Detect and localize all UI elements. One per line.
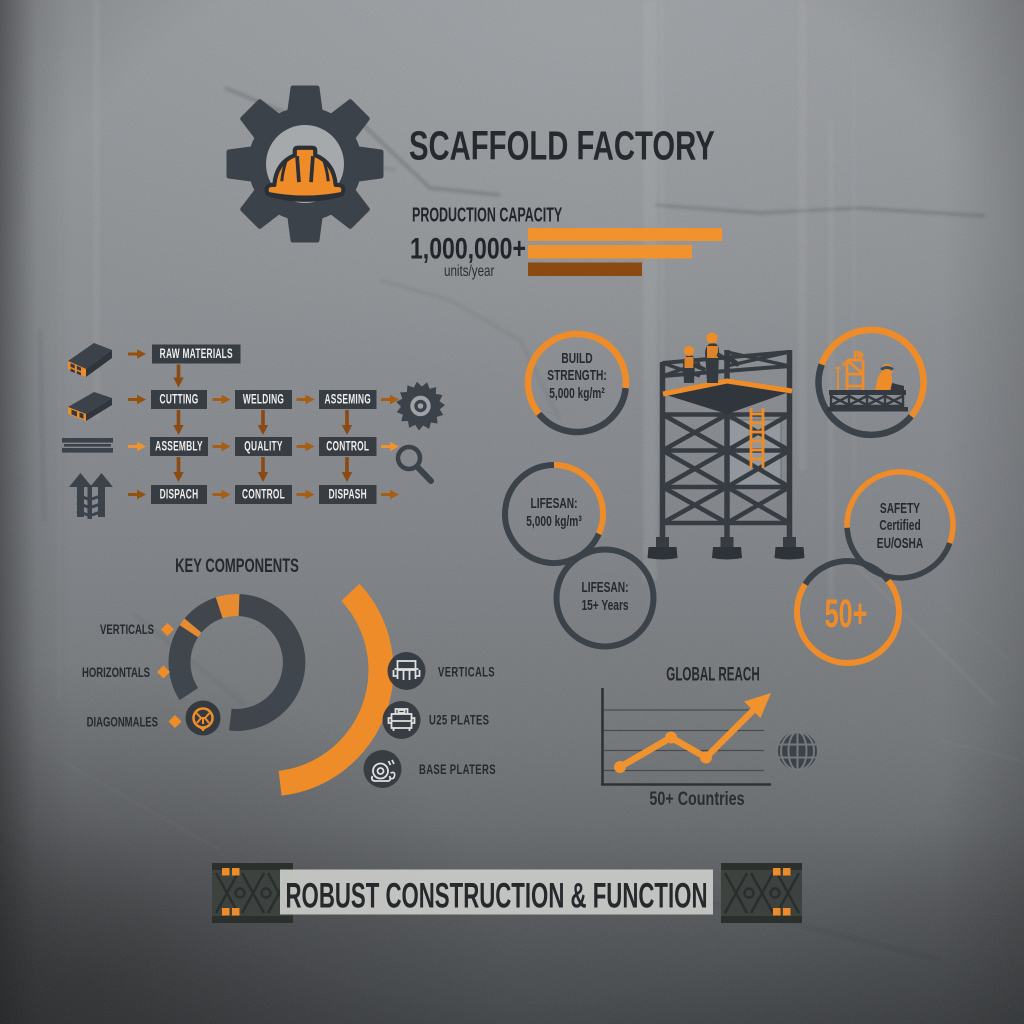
svg-text:PRODUCTION CAPACITY: PRODUCTION CAPACITY [412,203,562,226]
svg-text:CUTTING: CUTTING [160,393,199,407]
svg-text:50+ Countries: 50+ Countries [649,788,744,810]
svg-text:U25 PLATES: U25 PLATES [429,712,489,728]
svg-text:WELDING: WELDING [243,393,284,407]
svg-text:CONTROL: CONTROL [326,440,369,454]
svg-text:Certified: Certified [879,516,920,534]
svg-text:units/year: units/year [444,261,495,279]
svg-text:CONTROL: CONTROL [242,488,285,502]
svg-text:DISPASH: DISPASH [329,488,367,502]
svg-text:5,000 kg/m²: 5,000 kg/m² [549,384,605,402]
svg-text:ROBUST CONSTRUCTION & FUNCTION: ROBUST CONSTRUCTION & FUNCTION [286,876,708,915]
svg-text:LIFESAN:: LIFESAN: [531,494,578,512]
svg-text:DIAGONMALES: DIAGONMALES [87,714,158,730]
svg-text:DISPACH: DISPACH [160,488,199,502]
svg-text:BASE PLATERS: BASE PLATERS [419,761,496,777]
svg-text:ASSEMING: ASSEMING [324,393,371,407]
svg-text:BUILD: BUILD [561,349,592,367]
svg-text:50+: 50+ [825,592,868,636]
svg-text:ASSEMBLY: ASSEMBLY [155,440,203,454]
svg-text:SAFETY: SAFETY [880,499,921,517]
svg-text:LIFESAN:: LIFESAN: [582,578,629,596]
svg-text:RAW MATERIALS: RAW MATERIALS [160,347,233,361]
svg-text:EU/OSHA: EU/OSHA [877,534,923,552]
svg-text:VERTICALS: VERTICALS [100,621,154,637]
svg-text:HORIZONTALS: HORIZONTALS [82,664,150,680]
svg-text:KEY COMPONENTS: KEY COMPONENTS [175,556,299,577]
svg-text:VERTICALS: VERTICALS [438,664,495,680]
svg-text:15+ Years: 15+ Years [581,596,628,614]
svg-text:QUALITY: QUALITY [244,440,283,454]
svg-text:STRENGTH:: STRENGTH: [547,366,606,384]
svg-text:SCAFFOLD FACTORY: SCAFFOLD FACTORY [409,124,715,169]
svg-text:1,000,000+: 1,000,000+ [410,232,526,266]
svg-text:GLOBAL REACH: GLOBAL REACH [666,665,759,686]
svg-text:5,000 kg/m³: 5,000 kg/m³ [526,512,582,530]
